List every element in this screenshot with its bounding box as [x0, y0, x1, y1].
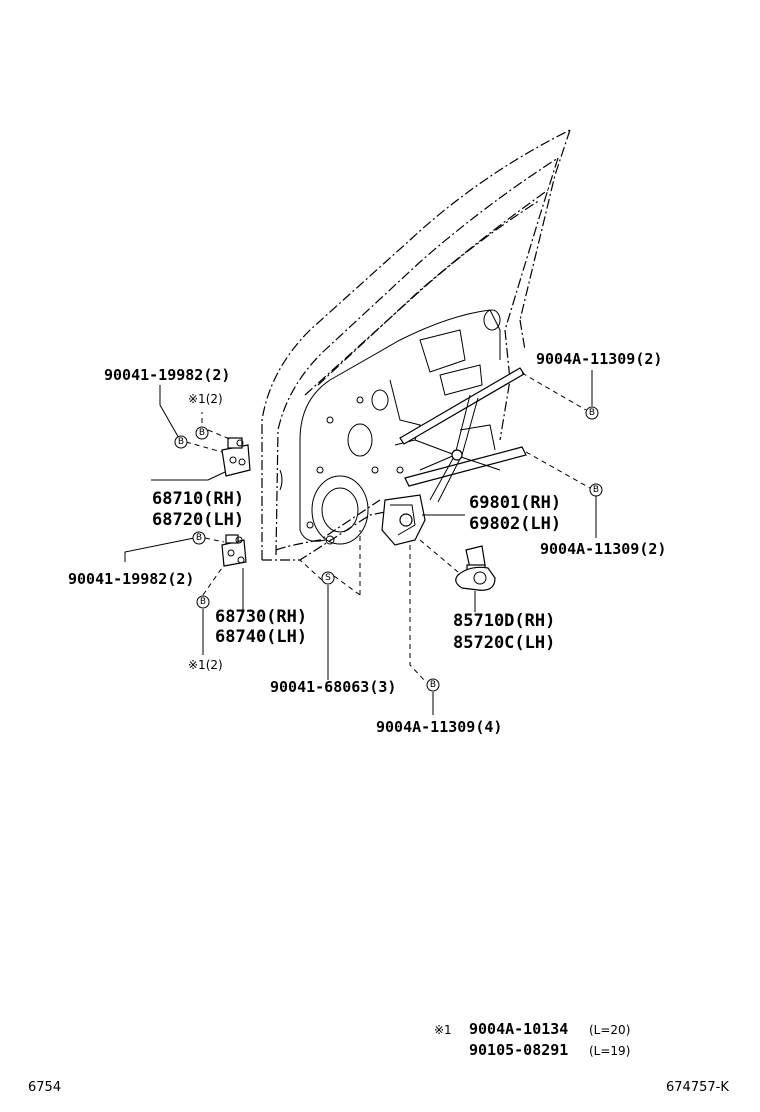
label-hinge-lower-rh: 68730(RH) — [215, 607, 307, 627]
callout-b-top-right: B — [585, 406, 599, 420]
svg-text:S: S — [325, 573, 331, 583]
label-hinge-bolt-lower: 90041-19982(2) — [68, 570, 194, 588]
svg-text:B: B — [199, 428, 205, 438]
footnote-block: ※1 9004A-10134 (L=20) 90105-08291 (L=19) — [434, 1020, 630, 1059]
leader-lines — [124, 370, 597, 715]
svg-text:B: B — [196, 533, 202, 543]
label-bolt-top-right: 9004A-11309(2) — [536, 350, 662, 368]
upper-hinge — [221, 437, 251, 477]
callout-b-star-upper: B — [195, 426, 209, 440]
callout-b-mid-right: B — [589, 483, 603, 497]
door-frame — [261, 129, 571, 561]
label-star-note-upper: ※1(2) — [188, 392, 223, 406]
label-hinge-upper-rh: 68710(RH) — [152, 489, 244, 509]
label-screw: 90041-68063(3) — [270, 678, 396, 696]
label-hinge-upper-lh: 68720(LH) — [152, 510, 244, 530]
label-regulator-rh: 69801(RH) — [469, 493, 561, 513]
label-star-note-lower: ※1(2) — [188, 658, 223, 672]
svg-text:B: B — [593, 485, 599, 495]
callout-b-star-lower: B — [196, 595, 210, 609]
footer-diagram-id: 674757-K — [666, 1080, 729, 1095]
footnote-len-1: (L=20) — [589, 1023, 630, 1037]
label-motor-rh: 85710D(RH) — [453, 611, 555, 631]
label-hinge-bolt-upper: 90041-19982(2) — [104, 366, 230, 384]
footnote-star-mark: ※1 — [434, 1023, 452, 1037]
svg-text:B: B — [178, 437, 184, 447]
svg-text:B: B — [589, 408, 595, 418]
lower-hinge — [221, 534, 247, 567]
svg-text:B: B — [200, 597, 206, 607]
footnote-part-1: 9004A-10134 — [469, 1020, 568, 1038]
label-hinge-lower-lh: 68740(LH) — [215, 627, 307, 647]
footnote-len-2: (L=19) — [589, 1044, 630, 1058]
callout-b-upper-hinge: B — [174, 435, 188, 449]
regulator-motor — [455, 545, 496, 591]
label-bolt-bottom: 9004A-11309(4) — [376, 718, 502, 736]
callout-b-bottom: B — [426, 678, 440, 692]
footer-page-code: 6754 — [28, 1080, 61, 1095]
window-regulator — [381, 367, 527, 546]
callout-s-screw: S — [321, 571, 335, 585]
footnote-part-2: 90105-08291 — [469, 1041, 568, 1059]
label-bolt-mid-right: 9004A-11309(2) — [540, 540, 666, 558]
label-motor-lh: 85720C(LH) — [453, 633, 555, 653]
callout-b-lower-hinge: B — [192, 531, 206, 545]
label-regulator-lh: 69802(LH) — [469, 514, 561, 534]
svg-text:B: B — [430, 680, 436, 690]
